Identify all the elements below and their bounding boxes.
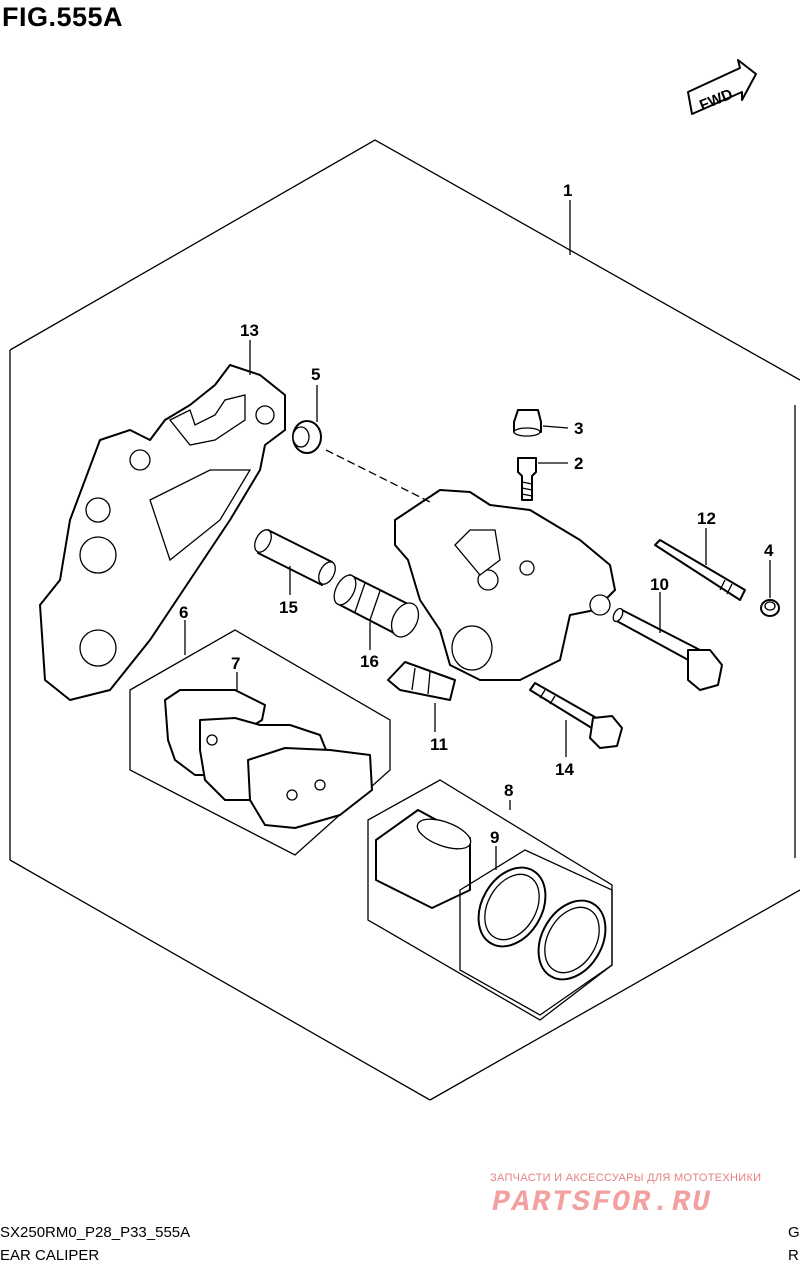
callout-8: 8 (504, 781, 513, 800)
bolt-short-part (529, 682, 623, 749)
diagram-code-right: G (788, 1224, 800, 1241)
leader-lines (184, 200, 771, 870)
bleeder-valve-part (517, 457, 537, 501)
fwd-arrow-icon: FWD (687, 59, 757, 115)
callout-6: 6 (179, 603, 188, 622)
callout-5: 5 (311, 365, 320, 384)
pad-set-box (129, 629, 391, 856)
bleeder-cap-part (513, 409, 542, 437)
callout-16: 16 (360, 652, 379, 671)
diagram-code: SX250RM0_P28_P33_555A (0, 1224, 191, 1241)
watermark-logo: PARTSFOR.RU (492, 1186, 713, 1220)
bolt-long-part (612, 607, 723, 691)
assembly-outline (9, 139, 800, 1101)
pad-spring-part (387, 661, 456, 701)
callout-7: 7 (231, 654, 240, 673)
callout-14: 14 (555, 760, 574, 779)
callout-15: 15 (279, 598, 298, 617)
callout-9: 9 (490, 828, 499, 847)
sleeve-part (254, 529, 336, 586)
callout-4: 4 (764, 541, 774, 560)
diagram-name-right: R (788, 1247, 799, 1264)
diagram-name: EAR CALIPER (0, 1247, 100, 1264)
callout-12: 12 (697, 509, 716, 528)
plug-part (760, 599, 780, 617)
callout-11: 11 (430, 735, 448, 754)
callout-3: 3 (574, 419, 583, 438)
callout-10: 10 (650, 575, 669, 594)
callout-13: 13 (240, 321, 259, 340)
caliper-body-part (394, 489, 616, 681)
caliper-bracket-part (39, 364, 286, 701)
callout-1: 1 (563, 181, 572, 200)
boot-part (292, 420, 322, 454)
seal-set-box (459, 849, 613, 1016)
piston-kit-box (367, 779, 613, 1021)
watermark-text: ЗАПЧАСТИ И АКСЕССУАРЫ ДЛЯ МОТОТЕХНИКИ (490, 1172, 762, 1184)
callout-2: 2 (574, 454, 583, 473)
figure-title: FIG.555A (2, 2, 124, 32)
pin-part (654, 539, 746, 601)
pin-boot-part (333, 574, 420, 638)
